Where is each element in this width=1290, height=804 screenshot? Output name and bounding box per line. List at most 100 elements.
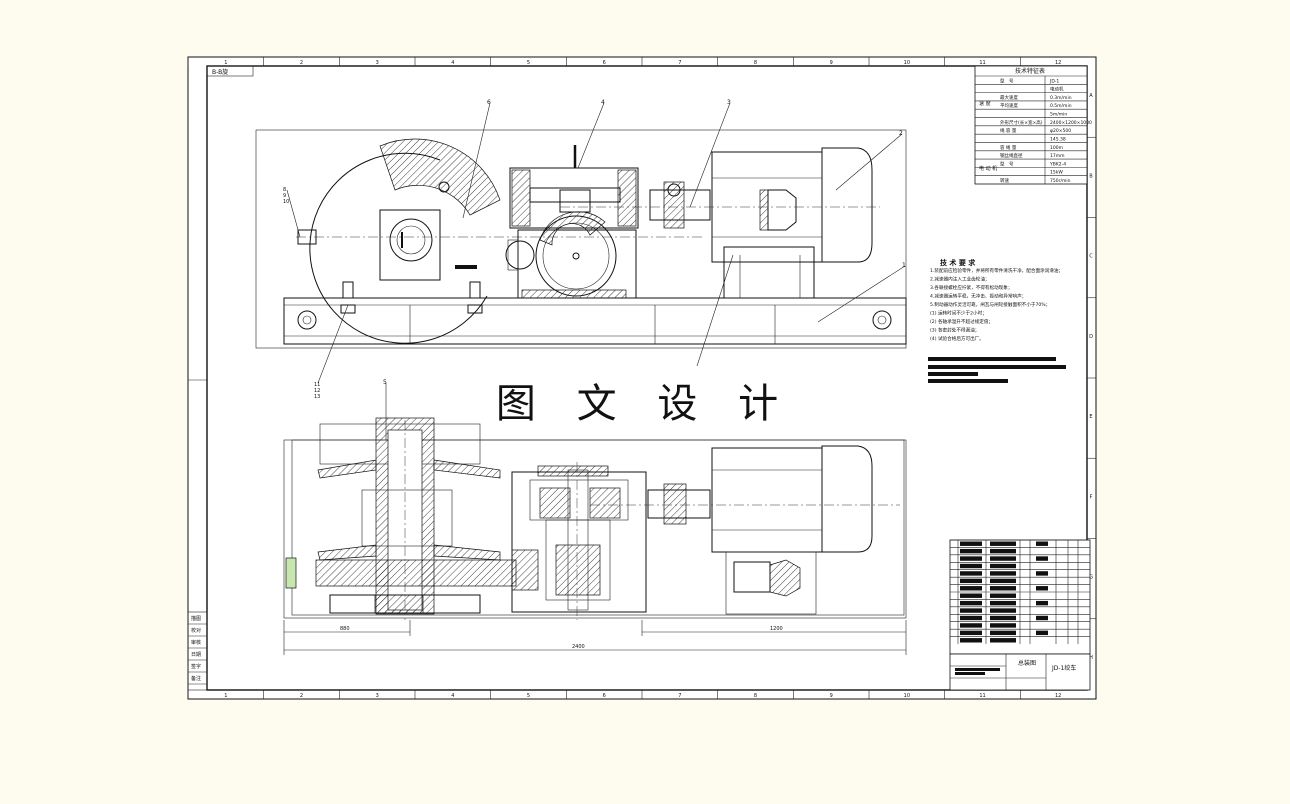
drum-hub — [389, 218, 433, 262]
spec-speed-label: 速 度 — [979, 100, 991, 107]
spec-value: 电动机 — [1050, 86, 1064, 93]
left-stamp-column: 描图 校对 审核 日期 签字 备注 — [187, 379, 208, 691]
grid-col-label: 8 — [754, 60, 757, 66]
grid-row-label: C — [1089, 254, 1093, 260]
spec-label: 转速 — [1000, 177, 1009, 184]
spec-value: 0.5m/min — [1050, 103, 1072, 109]
grid-row-label: F — [1090, 494, 1093, 500]
brake-wheel-section — [315, 559, 517, 587]
tech-requirements: 技 术 要 求 1.装配前应检验零件，并将所有零件清洗干净，配合面涂润滑油； 2.… — [928, 258, 1066, 383]
grid-col-label: 6 — [603, 60, 606, 66]
grid-col-label: 1 — [224, 60, 227, 66]
brake-shoe-section — [379, 138, 501, 216]
parts-list — [949, 539, 1091, 655]
spec-table-title: 技术特征表 — [1015, 67, 1045, 75]
tech-req-line: 5.制动器动作灵活可靠，闸瓦与闸轮接触面积不小于70%； — [930, 301, 1050, 308]
spec-value: 2400×1200×1000 — [1050, 120, 1092, 126]
title-block: 总装图 JD-1绞车 — [949, 653, 1091, 691]
title-company: 总装图 — [1018, 659, 1036, 667]
spec-value: 145.38 — [1050, 136, 1066, 142]
plan-view — [283, 417, 907, 620]
callout-6: 6 — [487, 99, 491, 106]
tech-req-title: 技 术 要 求 — [940, 258, 976, 267]
grid-col-label: 6 — [603, 693, 606, 699]
grid-col-label: 8 — [754, 693, 757, 699]
grid-row-label: A — [1089, 93, 1093, 99]
grid-col-label: 11 — [979, 693, 985, 699]
grid-col-label: 5 — [527, 693, 530, 699]
grid-col-label: 3 — [376, 60, 379, 66]
spec-label: 平均速度 — [1000, 102, 1018, 109]
callout-8: 8 — [283, 187, 286, 193]
coupling-plan — [663, 483, 687, 525]
callout-9: 9 — [283, 193, 286, 199]
spec-side-label: 电 动 机 — [979, 165, 997, 172]
drum-flange — [309, 152, 488, 344]
motor-fan-cover — [821, 147, 873, 263]
spec-label: 外形尺寸(长×宽×高) — [1000, 119, 1043, 126]
tech-req-line: 4.减速器运转平稳，无冲击、振动和异常响声； — [930, 293, 1026, 300]
callout-11: 11 — [314, 382, 320, 388]
grid-row-label: B — [1089, 173, 1093, 179]
grid-col-label: 12 — [1055, 60, 1061, 66]
callout-12: 12 — [314, 388, 320, 394]
tech-req-line: (4) 试验合格后方可出厂。 — [930, 335, 984, 342]
elevation-view — [255, 129, 907, 349]
grid-col-label: 3 — [376, 693, 379, 699]
grid-col-label: 2 — [300, 60, 303, 66]
spec-value: YBK2-4 — [1049, 161, 1066, 167]
spec-label: 型 号 — [1000, 77, 1014, 84]
spec-value: 0.3m/min — [1050, 95, 1072, 101]
spec-label: 绳 容 量 — [1000, 127, 1017, 134]
watermark-text: 图 文 设 计 — [495, 381, 793, 427]
grid-row-label: G — [1089, 575, 1093, 581]
grid-row-label: H — [1089, 655, 1093, 661]
grid-col-label: 9 — [830, 693, 833, 699]
motor-stand — [723, 246, 815, 299]
dim-overall: 2400 — [572, 644, 585, 650]
grid-col-label: 7 — [678, 693, 681, 699]
grid-col-label: 5 — [527, 60, 530, 66]
grid-col-label: 4 — [451, 693, 454, 699]
spec-value: 17mm — [1050, 153, 1065, 159]
callout-2: 2 — [899, 130, 903, 137]
stamp-label: 校对 — [191, 627, 201, 634]
grid-col-label: 9 — [830, 60, 833, 66]
tech-req-line: (3) 各密封处不得漏油； — [930, 327, 979, 334]
dim-left: 880 — [340, 626, 350, 632]
spec-value: JD-1 — [1049, 78, 1059, 84]
callout-10: 10 — [283, 199, 289, 205]
dimension-lines: 2400 880 1200 — [283, 620, 907, 655]
spec-label: 容 绳 量 — [1000, 144, 1017, 151]
view-label: B-B旋 — [212, 68, 228, 76]
tech-req-line: 2.减速器内注入工业齿轮油； — [930, 276, 990, 283]
spec-value: 15kW — [1050, 170, 1063, 176]
stamp-label: 日期 — [191, 652, 201, 658]
callout-13: 13 — [314, 394, 320, 400]
brake-plan — [769, 559, 801, 597]
title-drawing-name: JD-1绞车 — [1051, 664, 1076, 672]
spec-label: 最大速度 — [1000, 94, 1018, 101]
spec-value: φ20×500 — [1050, 128, 1071, 134]
grid-row-label: E — [1089, 414, 1092, 420]
callout-5: 5 — [383, 379, 387, 386]
spec-value: 100m — [1050, 145, 1063, 151]
view-label-box — [206, 65, 254, 77]
callout-1: 1 — [902, 262, 906, 269]
dim-right: 1200 — [770, 626, 783, 632]
stamp-label: 描图 — [191, 615, 201, 622]
grid-col-label: 10 — [904, 693, 910, 699]
tech-req-line: (1) 运转时间不少于2小时； — [930, 310, 987, 317]
spec-label: 钢丝绳直径 — [1000, 152, 1023, 159]
spec-value: 5m/min — [1050, 112, 1067, 118]
tech-req-line: 1.装配前应检验零件，并将所有零件清洗干净，配合面涂润滑油； — [930, 267, 1063, 274]
callout-4: 4 — [601, 99, 605, 106]
grid-col-label: 11 — [979, 60, 985, 66]
spec-value: 750r/min — [1050, 178, 1071, 184]
grid-col-label: 2 — [300, 693, 303, 699]
tech-req-line: (2) 各轴承温升不超过规定值； — [930, 318, 993, 325]
